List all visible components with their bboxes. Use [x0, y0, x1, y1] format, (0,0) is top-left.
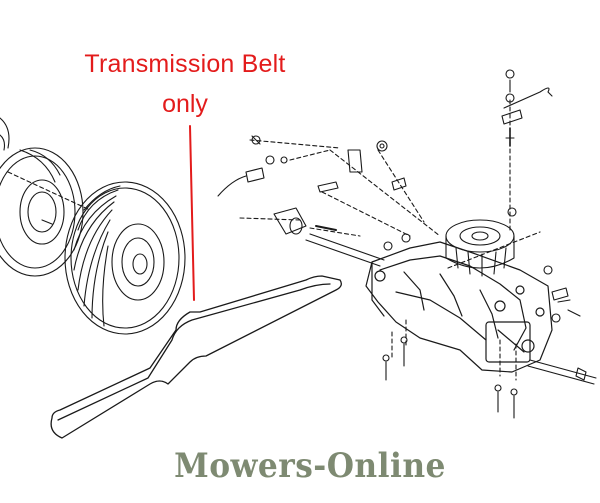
hardware-nuts: [383, 207, 571, 323]
spring-rod: [501, 69, 553, 147]
assembly-guides: [239, 99, 541, 381]
cooling-fan: [445, 219, 515, 277]
transaxle: [365, 241, 553, 373]
axle-centerline: [7, 171, 91, 211]
rim-partial-left: [0, 117, 10, 151]
brand-watermark: Mowers-Online: [174, 446, 446, 486]
axle-shaft: [305, 233, 597, 385]
callout-title: Transmission Belt: [84, 50, 286, 78]
shift-linkage: [217, 135, 288, 197]
rear-wheel: [0, 147, 84, 277]
mounting-bolts: [382, 309, 587, 419]
callout-subtitle: only: [162, 90, 208, 118]
front-wheel: [64, 181, 186, 335]
callout-leader-line: [189, 125, 195, 301]
bracket-bolts: [317, 140, 407, 193]
transmission-belt: [50, 275, 342, 439]
axle-sleeve: [273, 207, 337, 235]
